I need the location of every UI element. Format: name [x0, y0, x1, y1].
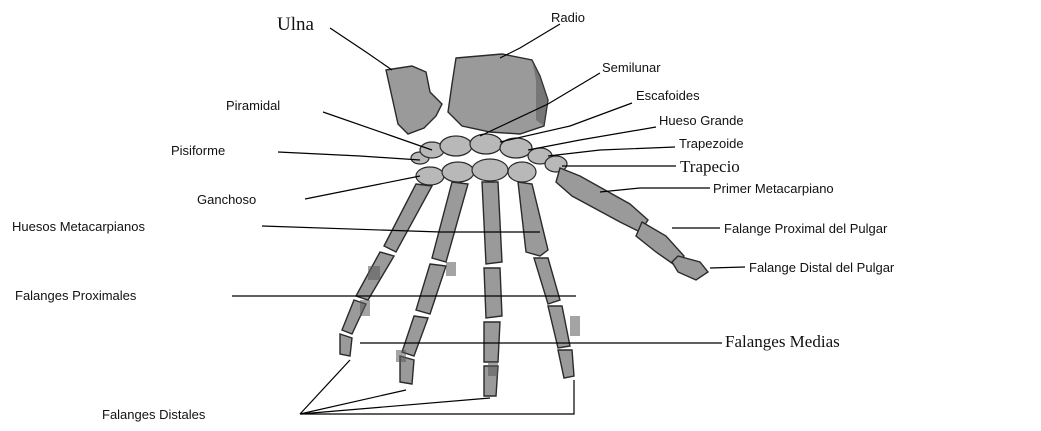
label-huesos-metacarpianos: Huesos Metacarpianos [12, 219, 145, 234]
label-trapezoide: Trapezoide [679, 136, 744, 151]
label-pisiforme: Pisiforme [171, 143, 225, 158]
carpal-bones [411, 134, 567, 185]
label-piramidal: Piramidal [226, 98, 280, 113]
label-primer-metacarpiano: Primer Metacarpiano [713, 181, 834, 196]
radio-bone [448, 54, 548, 134]
label-semilunar: Semilunar [602, 60, 661, 75]
label-ulna: Ulna [277, 14, 315, 35]
index-finger-bones [518, 182, 574, 378]
label-ganchoso: Ganchoso [197, 192, 256, 207]
label-falanges-proximales: Falanges Proximales [15, 288, 137, 303]
ulna-bone [386, 66, 442, 134]
label-escafoides: Escafoides [636, 88, 700, 103]
thumb-bones [556, 168, 708, 280]
label-falanges-distales: Falanges Distales [102, 407, 206, 422]
label-hueso-grande: Hueso Grande [659, 113, 744, 128]
label-falange-distal-pulgar: Falange Distal del Pulgar [749, 260, 895, 275]
hand-illustration [340, 54, 708, 396]
label-falanges-medias: Falanges Medias [725, 332, 840, 351]
label-falange-proximal-pulgar: Falange Proximal del Pulgar [724, 221, 888, 236]
label-trapecio: Trapecio [680, 157, 740, 176]
label-radio: Radio [551, 10, 585, 25]
